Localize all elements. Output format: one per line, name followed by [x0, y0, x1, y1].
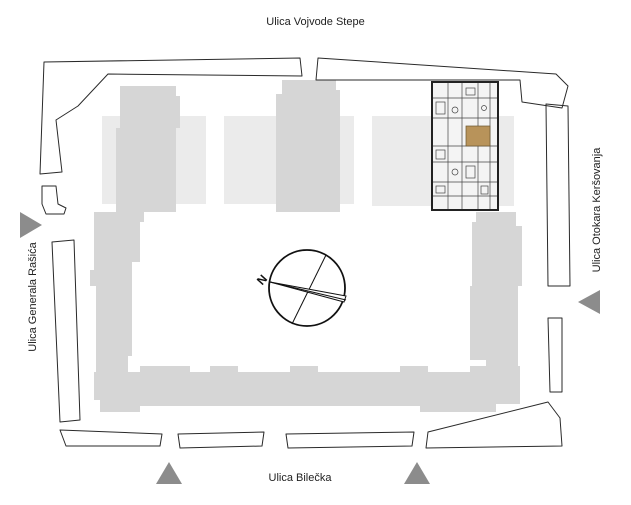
- street-label-top: Ulica Vojvode Stepe: [266, 16, 365, 28]
- entrance-arrow-bottom-right-icon: [404, 462, 430, 484]
- building-footprint: [90, 80, 522, 412]
- highlighted-apartment-unit: [465, 125, 491, 147]
- floor-plan-detail: [431, 81, 499, 211]
- entrance-arrow-left-icon: [20, 212, 42, 238]
- street-curbs: [39, 57, 571, 449]
- street-label-left: Ulica Generala Rašića: [27, 242, 39, 352]
- compass-north-label: N: [254, 272, 270, 288]
- compass-icon: [268, 249, 347, 327]
- entrance-arrows: [20, 212, 600, 484]
- street-label-right: Ulica Otokara Keršovanja: [591, 147, 603, 273]
- street-label-bottom: Ulica Bilečka: [268, 472, 332, 484]
- entrance-arrow-bottom-left-icon: [156, 462, 182, 484]
- entrance-arrow-right-icon: [578, 290, 600, 314]
